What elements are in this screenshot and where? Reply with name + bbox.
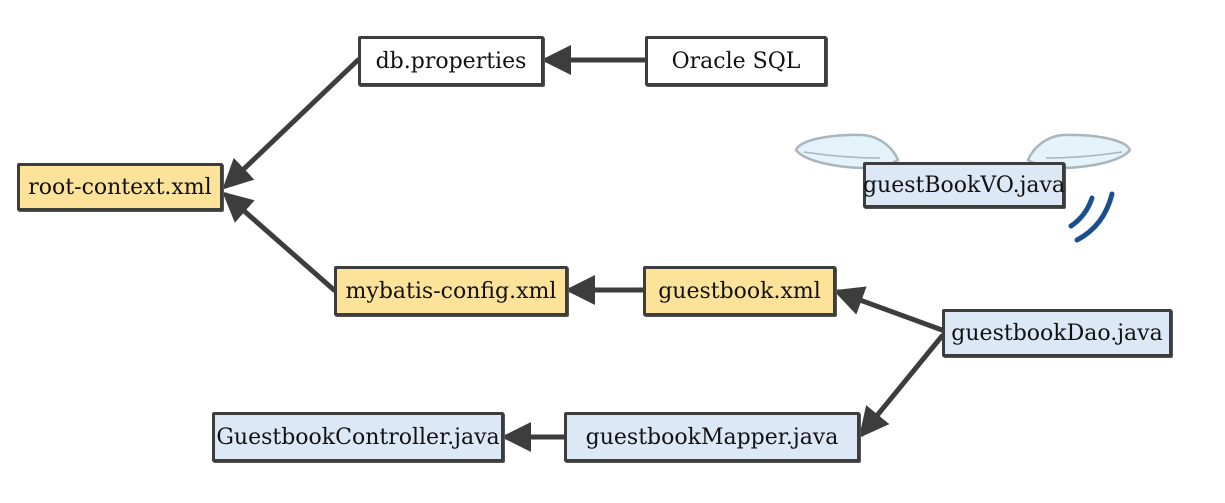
arrow-guestbook-dao-to-guestbook-xml bbox=[833, 286, 945, 333]
guestbook-mapper-label: guestbookMapper.java bbox=[585, 424, 839, 450]
guestbook-mapper-node[interactable]: guestbookMapper.java bbox=[564, 412, 860, 462]
oracle-sql-label: Oracle SQL bbox=[671, 48, 801, 74]
root-context-label: root-context.xml bbox=[28, 174, 212, 200]
arrow-guestbook-dao-to-guestbook-mapper bbox=[858, 333, 945, 438]
arrow-db-properties-to-root-context bbox=[222, 57, 361, 190]
root-context-node[interactable]: root-context.xml bbox=[17, 163, 223, 211]
db-properties-node[interactable]: db.properties bbox=[358, 36, 544, 86]
wings-icon bbox=[794, 133, 1132, 170]
guestbook-controller-label: GuestbookController.java bbox=[216, 424, 500, 450]
arrow-mybatis-config-to-root-context bbox=[222, 191, 337, 293]
mybatis-config-node[interactable]: mybatis-config.xml bbox=[334, 266, 568, 316]
guestbook-vo-label: guestBookVO.java bbox=[862, 172, 1066, 198]
mybatis-config-label: mybatis-config.xml bbox=[345, 278, 557, 304]
guestbook-xml-label: guestbook.xml bbox=[658, 278, 821, 304]
signal-waves-icon bbox=[1068, 191, 1115, 243]
guestbook-vo-node[interactable]: guestBookVO.java bbox=[863, 162, 1065, 208]
guestbook-controller-node[interactable]: GuestbookController.java bbox=[212, 412, 504, 462]
guestbook-xml-node[interactable]: guestbook.xml bbox=[643, 266, 836, 316]
oracle-sql-node[interactable]: Oracle SQL bbox=[645, 36, 827, 86]
guestbook-dao-label: guestbookDao.java bbox=[951, 320, 1163, 346]
guestbook-dao-node[interactable]: guestbookDao.java bbox=[942, 309, 1172, 357]
db-properties-label: db.properties bbox=[375, 48, 527, 74]
edges bbox=[222, 45, 945, 452]
